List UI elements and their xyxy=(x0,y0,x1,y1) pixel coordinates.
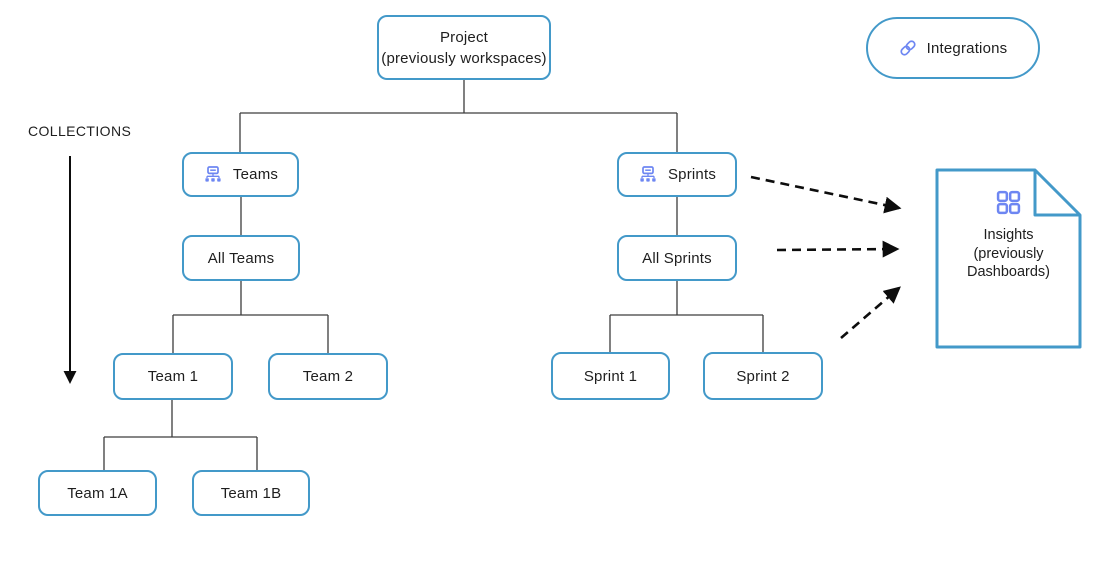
org-chart-icon xyxy=(203,165,223,184)
node-team-1b: Team 1B xyxy=(192,470,310,516)
project-title: Project xyxy=(439,28,489,46)
dashed-arrow-sprints-to-insights xyxy=(750,175,902,214)
sprint-1-label: Sprint 1 xyxy=(583,367,638,385)
dashed-arrow-all-sprints-to-insights xyxy=(776,240,900,258)
project-subtitle: (previously workspaces) xyxy=(381,49,547,67)
sprints-label: Sprints xyxy=(667,166,717,183)
team-1-label: Team 1 xyxy=(147,368,199,385)
sprint-2-label: Sprint 2 xyxy=(736,367,790,385)
node-sprint-1: Sprint 1 xyxy=(551,352,670,400)
node-team-1a: Team 1A xyxy=(38,470,157,516)
collections-label: COLLECTIONS xyxy=(28,123,132,139)
node-sprint-2: Sprint 2 xyxy=(703,352,823,400)
node-sprints: Sprints xyxy=(617,152,737,197)
teams-label: Teams xyxy=(232,166,279,183)
all-teams-label: All Teams xyxy=(207,249,275,267)
node-integrations: Integrations xyxy=(866,17,1040,79)
node-all-sprints: All Sprints xyxy=(617,235,737,281)
team-2-label: Team 2 xyxy=(302,368,354,385)
org-chart-icon xyxy=(638,165,658,184)
node-team-1: Team 1 xyxy=(113,353,233,400)
team-1a-label: Team 1A xyxy=(67,484,128,502)
node-teams: Teams xyxy=(182,152,299,197)
node-team-2: Team 2 xyxy=(268,353,388,400)
dashed-arrow-sprint2-to-insights xyxy=(840,286,901,339)
all-sprints-label: All Sprints xyxy=(642,249,712,267)
tree-connector-lines xyxy=(103,80,764,470)
link-icon xyxy=(899,39,917,57)
insights-document-shape xyxy=(935,168,1082,349)
team-1b-label: Team 1B xyxy=(220,484,282,502)
integrations-label: Integrations xyxy=(926,39,1008,57)
node-project: Project (previously workspaces) xyxy=(377,15,551,80)
node-all-teams: All Teams xyxy=(182,235,300,281)
